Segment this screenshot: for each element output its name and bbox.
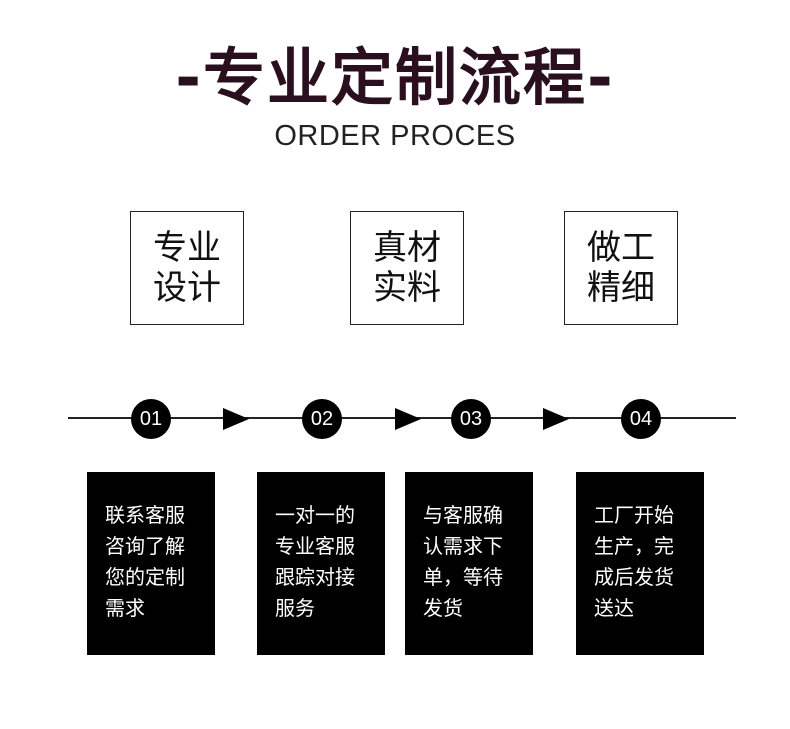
step-description: 与客服确认需求下单，等待发货 (423, 503, 503, 620)
step-number-badge: 04 (621, 399, 661, 439)
step-number-badge: 03 (451, 399, 491, 439)
arrow-right-icon (395, 408, 421, 430)
feature-label: 专业设计 (153, 228, 221, 308)
step-description: 工厂开始生产，完成后发货送达 (594, 503, 674, 620)
feature-label: 做工精细 (587, 228, 655, 308)
arrow-right-icon (223, 408, 249, 430)
page-subtitle: ORDER PROCES (274, 120, 516, 152)
step-number-badge: 02 (302, 399, 342, 439)
page-title: -专业定制流程- (175, 41, 615, 114)
step-description-box: 联系客服咨询了解您的定制需求 (87, 472, 215, 655)
feature-box-materials: 真材实料 (350, 211, 464, 325)
step-description: 一对一的专业客服跟踪对接服务 (275, 503, 355, 620)
step-number-badge: 01 (131, 399, 171, 439)
arrow-right-icon (543, 408, 569, 430)
step-description-box: 与客服确认需求下单，等待发货 (405, 472, 533, 655)
step-description: 联系客服咨询了解您的定制需求 (105, 503, 185, 620)
feature-box-design: 专业设计 (130, 211, 244, 325)
feature-box-craftsmanship: 做工精细 (564, 211, 678, 325)
step-description-box: 一对一的专业客服跟踪对接服务 (257, 472, 385, 655)
step-description-box: 工厂开始生产，完成后发货送达 (576, 472, 704, 655)
feature-label: 真材实料 (373, 228, 441, 308)
